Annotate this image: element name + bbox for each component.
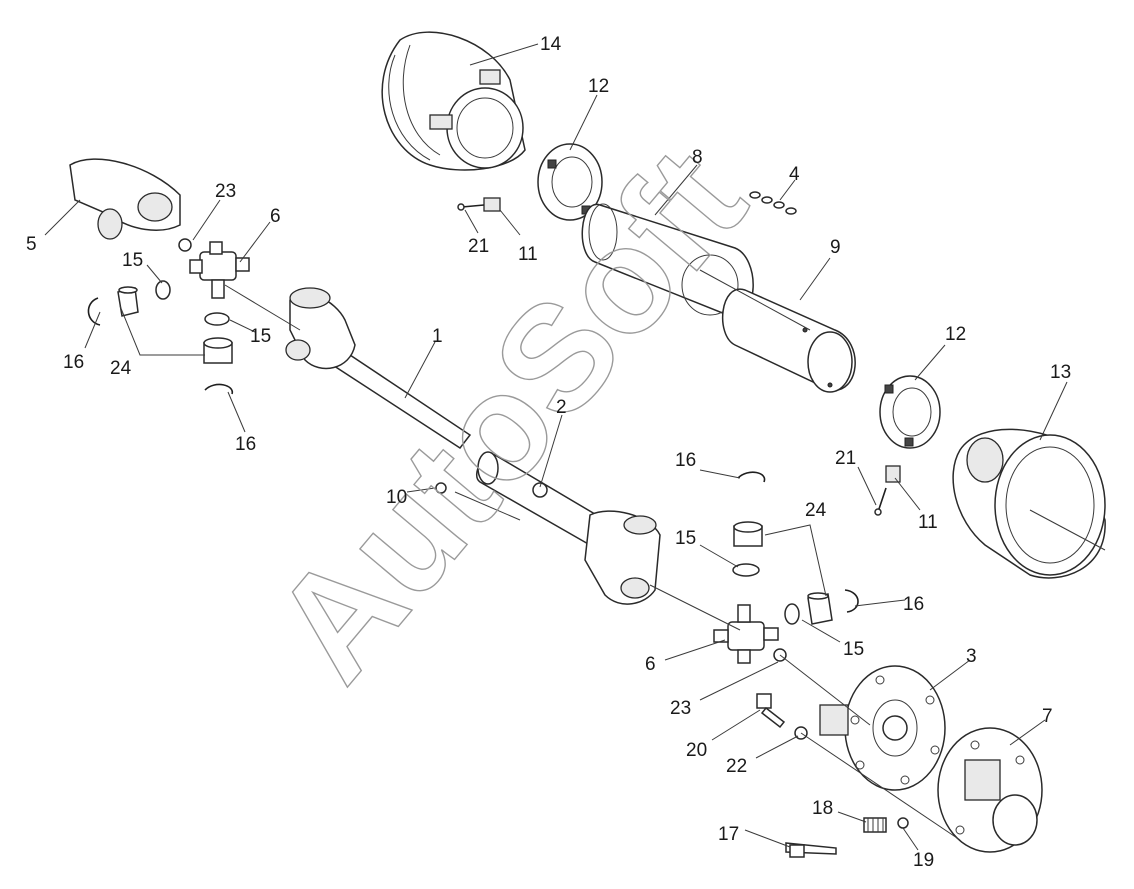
part-15-seal-left-b	[204, 312, 230, 326]
part-11-clamp-top	[483, 197, 501, 212]
callout-labels: 1 2 3 4 5 6 6 7 8 9 10 11 11 12 12 13 14…	[26, 34, 1071, 871]
label-15-left-b: 15	[250, 326, 271, 347]
part-16-snapring-left-a	[87, 297, 101, 326]
part-15-seal-left-a	[155, 280, 171, 300]
label-10: 10	[386, 487, 407, 508]
part-7-companion-flange	[937, 727, 1043, 853]
label-12-right: 12	[945, 324, 966, 345]
part-8-tube-cover	[581, 203, 754, 317]
part-16-snapring-left-b	[204, 383, 233, 395]
leader-lines	[44, 43, 1068, 851]
label-18: 18	[812, 798, 833, 819]
label-22: 22	[726, 756, 747, 777]
label-24-left: 24	[110, 358, 132, 379]
label-21-top: 21	[468, 236, 489, 257]
label-11-top: 11	[518, 244, 538, 265]
label-8: 8	[692, 147, 703, 168]
label-12-top: 12	[588, 76, 609, 97]
label-7: 7	[1042, 706, 1053, 727]
part-18-spring	[863, 817, 887, 833]
part-24-bearing-cup-right-b	[807, 592, 833, 625]
label-16-left-a: 16	[63, 352, 84, 373]
part-21-screw-right	[874, 487, 887, 516]
center-lines	[224, 269, 1106, 841]
label-24-right: 24	[805, 500, 827, 521]
part-13-guard-cone	[952, 428, 1106, 579]
label-1: 1	[432, 326, 443, 347]
label-23-right: 23	[670, 698, 691, 719]
label-16-right-a: 16	[675, 450, 696, 471]
label-19: 19	[913, 850, 934, 871]
label-3: 3	[966, 646, 977, 667]
label-9: 9	[830, 237, 841, 258]
label-6-right: 6	[645, 654, 656, 675]
part-10-grease-nipple	[435, 482, 447, 494]
label-16-left-b: 16	[235, 434, 256, 455]
part-5-yoke	[69, 158, 181, 240]
part-19-ring	[897, 817, 909, 829]
label-13: 13	[1050, 362, 1071, 383]
label-2: 2	[556, 397, 567, 418]
label-11-right: 11	[918, 512, 938, 533]
label-16-right-b: 16	[903, 594, 924, 615]
label-5: 5	[26, 234, 37, 255]
part-3-flange-yoke	[819, 665, 946, 791]
part-1-main-shaft	[285, 287, 472, 450]
part-20-bolt	[756, 693, 786, 729]
part-11-clamp-right	[885, 465, 901, 483]
part-2-outer-tube	[475, 451, 661, 605]
label-23-left: 23	[215, 181, 236, 202]
part-12-bearing-ring-right	[879, 375, 941, 449]
part-6-cross-left	[189, 241, 250, 299]
part-24-bearing-cup-left-a	[117, 286, 139, 317]
part-16-snapring-right-b	[844, 589, 859, 613]
label-14: 14	[540, 34, 562, 55]
part-14-guard-cone	[381, 31, 526, 171]
part-6-cross-right	[713, 604, 779, 664]
part-21-screw-top	[457, 203, 485, 211]
part-16-snapring-right-a	[737, 471, 766, 483]
label-4: 4	[789, 164, 800, 185]
part-24-bearing-cup-left-b	[203, 337, 233, 364]
part-17-pin	[785, 842, 837, 858]
label-20: 20	[686, 740, 707, 761]
part-24-bearing-cup-right-a	[733, 521, 763, 547]
label-17: 17	[718, 824, 739, 845]
part-9-tube-cover	[722, 288, 856, 393]
part-4-clips	[749, 191, 797, 215]
watermark-text: AutoSoft	[241, 118, 777, 711]
label-21-right: 21	[835, 448, 856, 469]
label-15-left-a: 15	[122, 250, 143, 271]
label-15-right-b: 15	[843, 639, 864, 660]
part-12-bearing-ring-top	[537, 143, 603, 221]
label-15-right-a: 15	[675, 528, 696, 549]
label-6-left: 6	[270, 206, 281, 227]
part-23-nipple-left	[178, 238, 192, 252]
part-15-seal-right-a	[732, 563, 760, 577]
part-15-seal-right-b	[784, 603, 800, 625]
